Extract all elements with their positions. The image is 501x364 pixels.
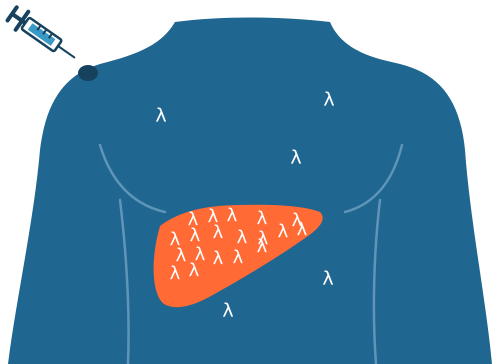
- liver-glyph: λ: [190, 225, 201, 246]
- liver-glyph: λ: [213, 222, 224, 243]
- torso-glyph: λ: [322, 268, 333, 290]
- syringe-icon: [6, 5, 81, 67]
- liver-glyph: λ: [257, 236, 268, 257]
- liver-glyph: λ: [278, 221, 289, 242]
- torso-glyph: λ: [323, 89, 334, 111]
- liver-glyph: λ: [213, 248, 224, 269]
- liver-glyph: λ: [237, 227, 248, 248]
- liver-glyph: λ: [227, 205, 238, 226]
- injection-site: [78, 65, 98, 81]
- liver-glyph: λ: [233, 247, 244, 268]
- liver-glyph: λ: [257, 208, 268, 229]
- torso-glyph: λ: [155, 105, 166, 127]
- liver-glyph: λ: [189, 260, 200, 281]
- liver-glyph: λ: [297, 219, 308, 240]
- liver-glyph: λ: [170, 263, 181, 284]
- torso-glyph: λ: [290, 147, 301, 169]
- torso-glyph: λ: [222, 300, 233, 322]
